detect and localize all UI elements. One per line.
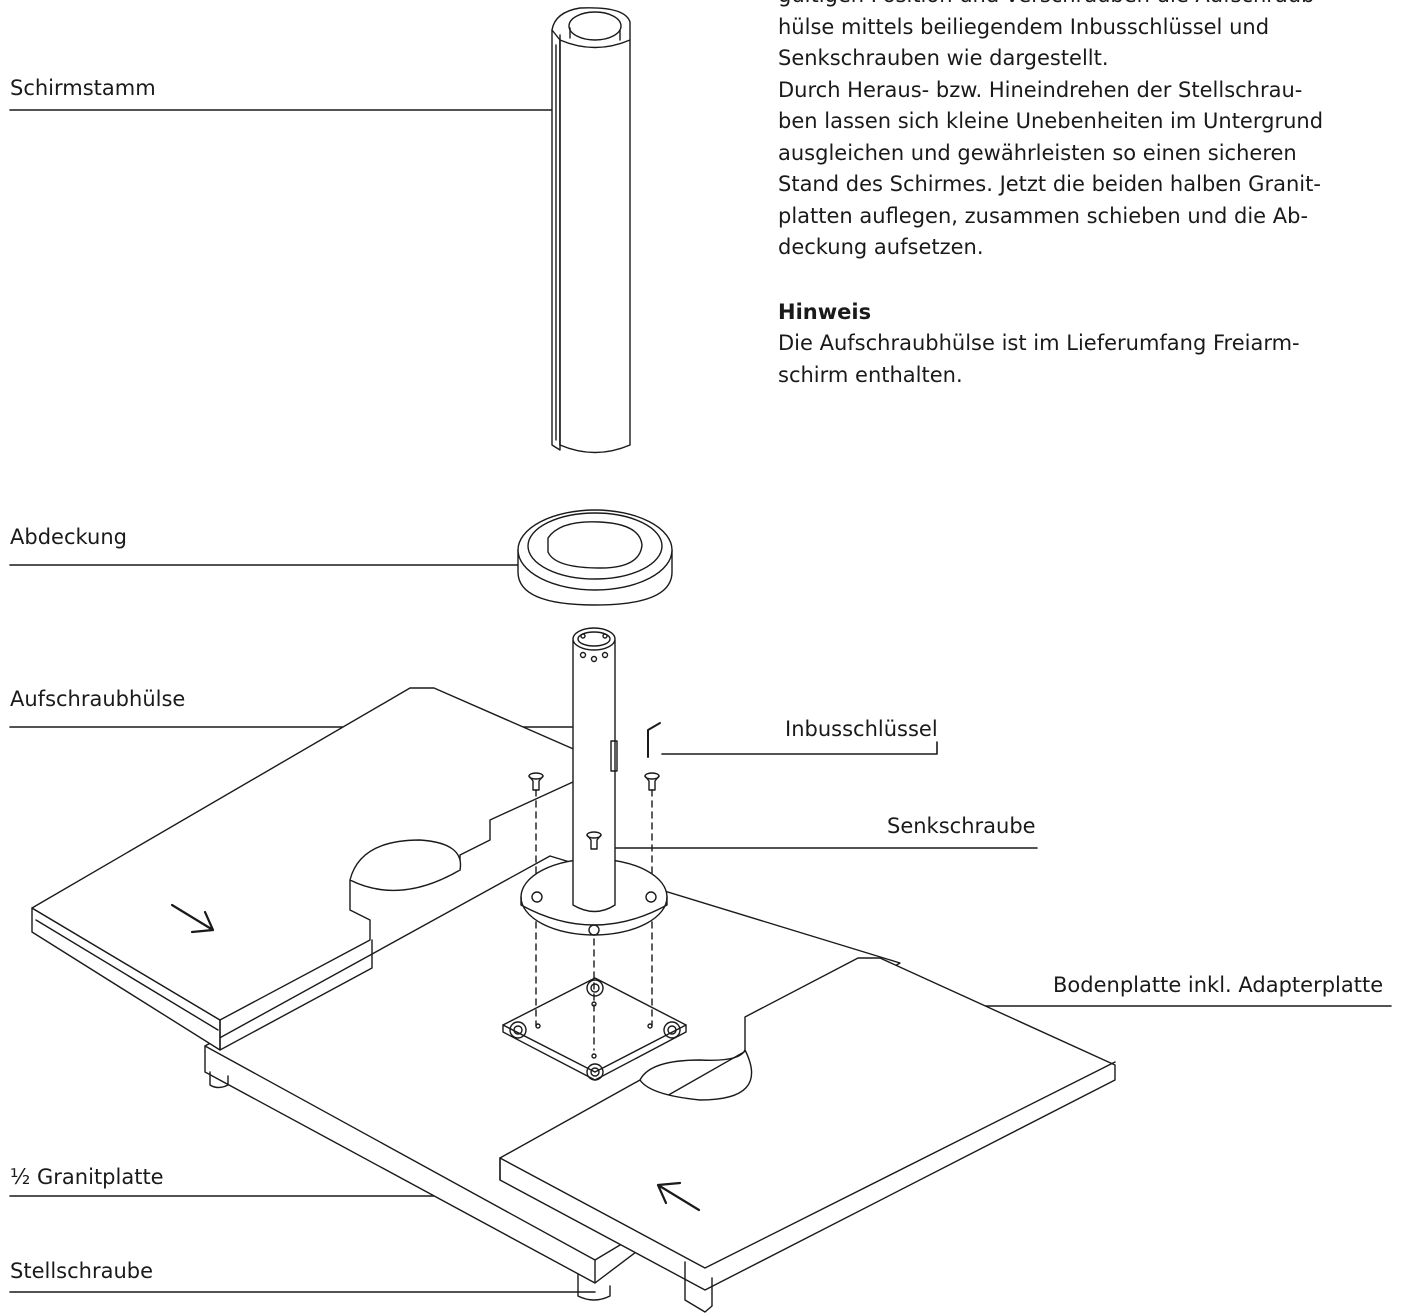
countersunk-screw bbox=[644, 772, 660, 791]
label-granitplatte: ½ Granitplatte bbox=[10, 1165, 164, 1189]
leader-line-inbusschluessel bbox=[661, 741, 938, 755]
label-senkschraube: Senkschraube bbox=[887, 814, 1036, 838]
label-schirmstamm: Schirmstamm bbox=[10, 76, 156, 100]
adapter-plate bbox=[502, 977, 687, 1081]
instruction-line: deckung aufsetzen. bbox=[778, 235, 984, 259]
granite-plate-back bbox=[31, 687, 611, 1051]
instruction-text: gültigen Position und verschrauben die A… bbox=[778, 0, 1378, 391]
note-line: schirm enthalten. bbox=[778, 362, 963, 387]
levelling-screw bbox=[577, 1273, 611, 1301]
instruction-line: ausgleichen und gewährleisten so einen s… bbox=[778, 140, 1297, 165]
label-stellschraube: Stellschraube bbox=[10, 1259, 154, 1283]
direction-arrow-icon bbox=[656, 1181, 701, 1212]
label-bodenplatte: Bodenplatte inkl. Adapterplatte bbox=[1053, 973, 1384, 997]
countersunk-screws bbox=[528, 772, 660, 850]
note-line: Die Aufschraubhülse ist im Lieferumfang … bbox=[778, 331, 1300, 355]
countersunk-screw bbox=[528, 772, 544, 791]
countersunk-screw bbox=[586, 831, 602, 850]
screw-sleeve bbox=[520, 627, 668, 936]
levelling-screw bbox=[209, 1071, 229, 1089]
instruction-line: Durch Heraus- bzw. Hineindrehen der Stel… bbox=[778, 77, 1303, 102]
instruction-line: ben lassen sich kleine Unebenheiten im U… bbox=[778, 109, 1324, 133]
direction-arrow-icon bbox=[170, 903, 215, 934]
instruction-line: hülse mittels beiliegendem Inbusschlüsse… bbox=[778, 14, 1270, 39]
label-aufschraubhuelse: Aufschraubhülse bbox=[10, 687, 186, 711]
label-inbusschluessel: Inbusschlüssel bbox=[785, 717, 938, 741]
granite-plate-front bbox=[499, 957, 1116, 1313]
instruction-line: platten auflegen, zusammen schieben und … bbox=[778, 203, 1309, 228]
instruction-line: gültigen Position und verschrauben die A… bbox=[778, 0, 1378, 12]
instruction-line: Stand des Schirmes. Jetzt die beiden hal… bbox=[778, 172, 1321, 196]
umbrella-stem bbox=[551, 7, 631, 454]
label-abdeckung: Abdeckung bbox=[10, 525, 127, 549]
cover bbox=[517, 509, 673, 606]
note-title: Hinweis bbox=[778, 299, 872, 324]
instruction-line: Senkschrauben wie dargestellt. bbox=[778, 46, 1109, 70]
allen-key-icon bbox=[647, 722, 661, 758]
